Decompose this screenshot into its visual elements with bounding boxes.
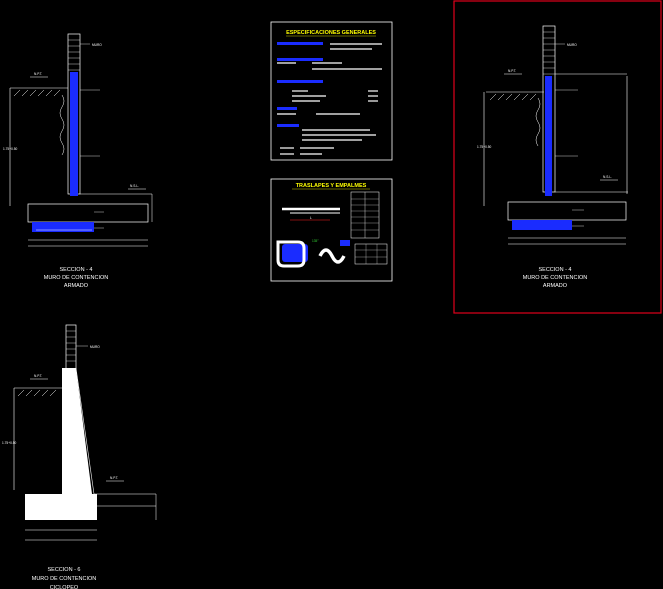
section-title: SECCION - 4 <box>538 267 571 273</box>
npt-label: N.P.T. <box>34 72 42 76</box>
npt2-label: N.P.T. <box>110 476 118 480</box>
section-title: SECCION - 4 <box>59 267 92 273</box>
section-kind: ARMADO <box>543 283 568 289</box>
svg-text:135°: 135° <box>312 239 319 243</box>
svg-text:1.75+0.50: 1.75+0.50 <box>477 145 491 149</box>
spec-panel-title: ESPECIFICACIONES GENERALES <box>286 30 376 36</box>
section-subtitle: MURO DE CONTENCION <box>32 576 97 582</box>
lap-panel-title: TRASLAPES Y EMPALMES <box>296 183 367 189</box>
wall-label: MURO <box>92 43 102 47</box>
vertical-rebar <box>545 76 552 196</box>
footing-rebar <box>32 222 94 232</box>
section-3-ciclopeo: 1.75+0.50 N.P.T. N.P.T. MURO SECCIO <box>2 324 157 589</box>
section-2-armado-selected[interactable]: 1.75+0.50 N.P.T. N.S.L. MURO <box>453 0 662 314</box>
wall-label: MURO <box>567 43 577 47</box>
cyclopean-footing <box>25 494 97 520</box>
nsl-label: N.S.L. <box>130 184 139 188</box>
section-subtitle: MURO DE CONTENCION <box>523 275 588 281</box>
cyclopean-wall <box>62 368 92 494</box>
general-specifications-panel: ESPECIFICACIONES GENERALES <box>270 21 393 161</box>
wall-label: MURO <box>90 345 100 349</box>
selection-frame <box>453 0 662 314</box>
section-subtitle: MURO DE CONTENCION <box>44 275 109 281</box>
npt-label: N.P.T. <box>508 69 516 73</box>
npt-label: N.P.T. <box>34 374 42 378</box>
vertical-rebar <box>70 72 78 196</box>
section-kind: ARMADO <box>64 283 89 289</box>
svg-text:1.75+0.50: 1.75+0.50 <box>2 441 16 445</box>
lap-splice-panel: TRASLAPES Y EMPALMES L 135° <box>270 178 393 282</box>
section-kind: CICLOPEO <box>50 585 79 589</box>
nsl-label: N.S.L. <box>603 175 612 179</box>
section-title: SECCION - 6 <box>47 567 80 573</box>
svg-text:1.75+0.50: 1.75+0.50 <box>3 147 17 151</box>
section-1-armado: 1.75+0.50 N.P.T. N.S.L. MURO <box>3 33 153 289</box>
svg-text:L: L <box>310 216 312 220</box>
footing-rebar <box>512 220 572 230</box>
